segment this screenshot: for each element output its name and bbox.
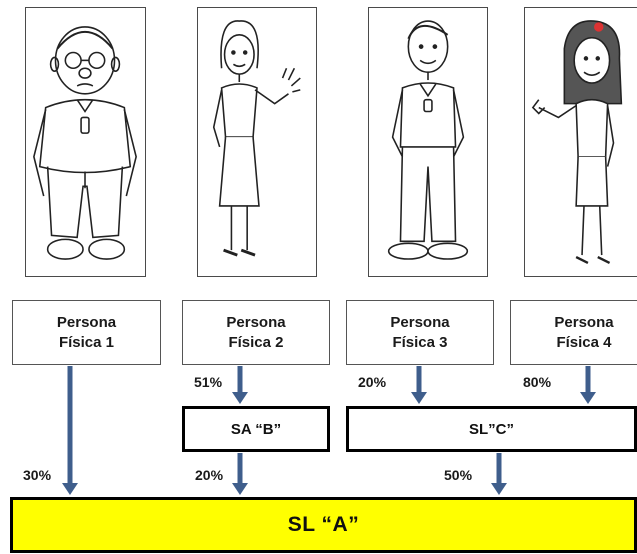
person-2-box: Persona Física 2 xyxy=(182,300,330,365)
arrowhead-p3-to-c xyxy=(411,392,427,404)
person-3-box: Persona Física 3 xyxy=(346,300,494,365)
person-1-label-line1: Persona xyxy=(56,313,117,331)
person-1-box: Persona Física 1 xyxy=(12,300,161,365)
woman-with-long-hair-illustration xyxy=(531,20,623,265)
arrowhead-b-to-a xyxy=(232,483,248,495)
company-c-box: SL”C” xyxy=(346,406,637,452)
pct-p1-to-a: 30% xyxy=(23,467,52,483)
person-4-label-line1: Persona xyxy=(554,313,614,331)
person-3-label-line2: Física 3 xyxy=(392,333,448,351)
company-a-label: SL “A” xyxy=(287,513,360,536)
person-1-portrait xyxy=(25,7,146,277)
person-2-label-line1: Persona xyxy=(226,313,286,331)
pct-p3-to-c: 20% xyxy=(358,374,387,390)
company-b-label: SA “B” xyxy=(230,420,282,438)
person-4-label-line2: Física 4 xyxy=(556,333,612,351)
arrowhead-p4-to-c xyxy=(580,392,596,404)
pct-b-to-a: 20% xyxy=(195,467,224,483)
company-b-box: SA “B” xyxy=(182,406,330,452)
man-with-glasses-illustration xyxy=(33,26,137,260)
person-4-box: Persona Física 4 xyxy=(510,300,637,365)
company-a-box: SL “A” xyxy=(10,497,637,553)
waving-woman-illustration xyxy=(212,20,301,257)
person-2-label-line2: Física 2 xyxy=(228,333,284,351)
arrowhead-p1-to-a xyxy=(62,483,78,495)
person-1-label-line2: Física 1 xyxy=(58,333,115,351)
pct-p4-to-c: 80% xyxy=(523,374,552,390)
person-2-portrait xyxy=(197,7,317,277)
pct-c-to-a: 50% xyxy=(444,467,473,483)
company-c-label: SL”C” xyxy=(469,420,514,438)
pct-p2-to-b: 51% xyxy=(194,374,223,390)
young-man-illustration xyxy=(387,20,469,260)
person-4-portrait xyxy=(524,7,637,277)
person-3-label-line1: Persona xyxy=(390,313,450,331)
arrowhead-p2-to-b xyxy=(232,392,248,404)
person-3-portrait xyxy=(368,7,488,277)
arrowhead-c-to-a xyxy=(491,483,507,495)
